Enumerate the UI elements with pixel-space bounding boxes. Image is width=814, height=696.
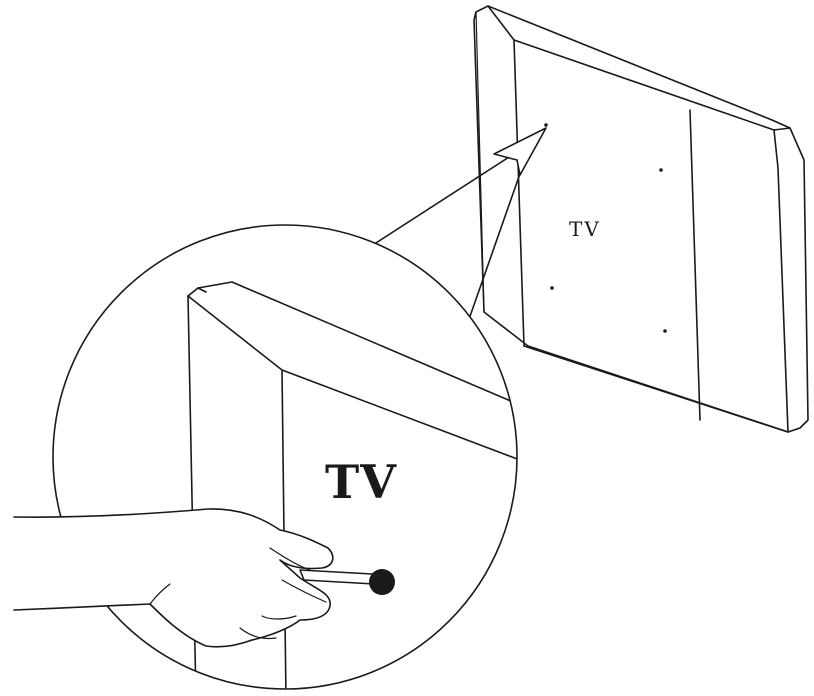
hand-icon (13, 508, 334, 648)
mounting-hole-bottom-left (550, 286, 554, 290)
arrow-icon (493, 127, 547, 176)
mounting-hole-bottom-right (663, 329, 667, 333)
tv-label-large: TV (325, 455, 397, 509)
tv-back-panel (473, 5, 809, 433)
mounting-hole-top-right (659, 168, 663, 172)
tv-label-small: TV (569, 217, 601, 241)
mounting-hole-top-left (544, 123, 548, 127)
mounting-holes (544, 123, 667, 333)
callout-lines (364, 149, 523, 323)
screwdriver-icon (299, 569, 395, 595)
screwdriver-tip (369, 569, 395, 595)
